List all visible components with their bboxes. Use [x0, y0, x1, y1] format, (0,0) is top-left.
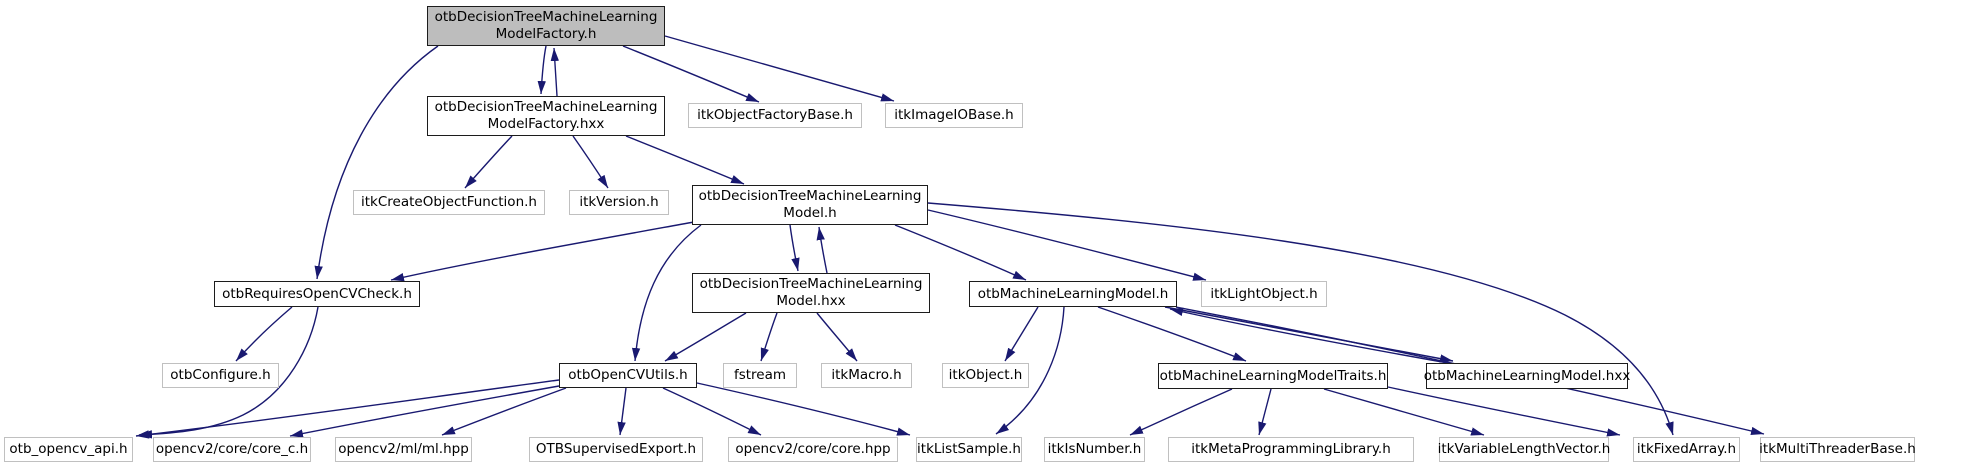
edge-model-hxx-to-opencv-utils-h [664, 312, 747, 362]
edge-opencv-utils-h-to-otb-opencv-api-h [135, 379, 560, 439]
edge-model-h-to-model-hxx [789, 224, 800, 272]
graph-node-factory-hxx[interactable]: otbDecisionTreeMachineLearning ModelFact… [427, 96, 665, 136]
edge-factory-hxx-to-itk-create-object-function-h [464, 135, 513, 189]
edge-model-h-to-opencv-utils-h [631, 224, 702, 362]
graph-node-itk-variable-length-vector-h: itkVariableLengthVector.h [1438, 437, 1610, 462]
graph-node-requires-opencv-check-h[interactable]: otbRequiresOpenCVCheck.h [214, 281, 420, 307]
edge-ml-model-traits-h-to-itk-fixed-array-h [1387, 386, 1621, 437]
graph-node-itk-meta-programming-library-h: itkMetaProgrammingLibrary.h [1168, 437, 1414, 462]
edge-ml-model-h-to-ml-model-traits-h [1097, 306, 1247, 362]
edge-factory-hxx-to-factory-h [550, 47, 560, 97]
edge-factory-hxx-to-itk-version-h [572, 135, 609, 189]
graph-node-opencv-core-hpp: opencv2/core/core.hpp [728, 437, 898, 462]
graph-node-otb-opencv-api-h: otb_opencv_api.h [4, 437, 133, 462]
edge-requires-opencv-check-h-to-otb-opencv-api-h [138, 306, 319, 439]
graph-node-model-h[interactable]: otbDecisionTreeMachineLearning Model.h [692, 185, 928, 225]
edge-opencv-utils-h-to-itk-list-sample-h [696, 382, 911, 436]
edge-model-h-to-ml-model-h [894, 224, 1027, 281]
graph-node-opencv-core-c-h: opencv2/core/core_c.h [153, 437, 311, 462]
graph-node-opencv-ml-hpp: opencv2/ml/ml.hpp [335, 437, 472, 462]
graph-node-model-hxx[interactable]: otbDecisionTreeMachineLearning Model.hxx [692, 273, 930, 313]
graph-node-itk-multi-threader-base-h: itkMultiThreaderBase.h [1759, 437, 1916, 462]
graph-node-opencv-utils-h[interactable]: otbOpenCVUtils.h [559, 363, 697, 388]
edge-ml-model-h-to-itk-list-sample-h [995, 306, 1065, 435]
edge-opencv-utils-h-to-opencv-core-hpp [662, 387, 762, 436]
graph-node-itk-object-h: itkObject.h [942, 363, 1029, 388]
edge-opencv-utils-h-to-opencv-core-c-h [289, 385, 560, 438]
edge-factory-h-to-itk-object-factory-base-h [622, 45, 760, 103]
graph-node-itk-macro-h: itkMacro.h [821, 363, 912, 388]
edge-opencv-utils-h-to-otb-supervised-export-h [617, 387, 627, 436]
graph-node-itk-image-io-base-h: itkImageIOBase.h [885, 103, 1023, 128]
edge-requires-opencv-check-h-to-otb-configure-h [235, 306, 293, 362]
graph-node-itk-version-h: itkVersion.h [569, 190, 669, 215]
edge-ml-model-h-to-ml-model-hxx [1164, 306, 1454, 363]
edge-model-h-to-itk-fixed-array-h [927, 202, 1674, 436]
edge-model-h-to-requires-opencv-check-h [390, 221, 695, 282]
graph-node-otb-supervised-export-h: OTBSupervisedExport.h [529, 437, 703, 462]
edge-model-h-to-itk-light-object-h [927, 209, 1207, 281]
graph-node-itk-is-number-h: itkIsNumber.h [1044, 437, 1145, 462]
edge-factory-h-to-itk-image-io-base-h [664, 35, 895, 102]
edge-ml-model-hxx-to-ml-model-h [1169, 307, 1449, 364]
edge-ml-model-traits-h-to-itk-meta-programming-library-h [1258, 388, 1272, 436]
edge-opencv-utils-h-to-opencv-ml-hpp [441, 387, 567, 436]
graph-node-fstream: fstream [723, 363, 797, 388]
edge-factory-h-to-factory-hxx [537, 45, 547, 95]
edge-ml-model-traits-h-to-itk-is-number-h [1129, 388, 1233, 436]
edge-model-hxx-to-itk-macro-h [816, 312, 858, 362]
graph-node-itk-object-factory-base-h: itkObjectFactoryBase.h [688, 103, 862, 128]
graph-node-ml-model-h[interactable]: otbMachineLearningModel.h [969, 281, 1177, 307]
edge-factory-hxx-to-model-h [625, 135, 745, 185]
edge-ml-model-h-to-itk-object-h [1004, 306, 1039, 362]
graph-node-otb-configure-h: otbConfigure.h [162, 363, 279, 388]
graph-node-itk-light-object-h: itkLightObject.h [1201, 281, 1327, 307]
graph-node-ml-model-hxx[interactable]: otbMachineLearningModel.hxx [1424, 363, 1630, 389]
edges-group [135, 35, 1765, 439]
graph-node-factory-h: otbDecisionTreeMachineLearning ModelFact… [427, 6, 665, 46]
edge-model-hxx-to-model-h [816, 226, 828, 274]
graph-node-itk-create-object-function-h: itkCreateObjectFunction.h [353, 190, 545, 215]
graph-node-itk-list-sample-h: itkListSample.h [916, 437, 1022, 462]
edge-factory-h-to-requires-opencv-check-h [314, 45, 439, 280]
edge-model-hxx-to-fstream [760, 312, 778, 362]
edge-ml-model-traits-h-to-itk-variable-length-vector-h [1323, 388, 1485, 436]
graph-node-itk-fixed-array-h: itkFixedArray.h [1633, 437, 1740, 462]
graph-node-ml-model-traits-h[interactable]: otbMachineLearningModelTraits.h [1158, 363, 1388, 389]
